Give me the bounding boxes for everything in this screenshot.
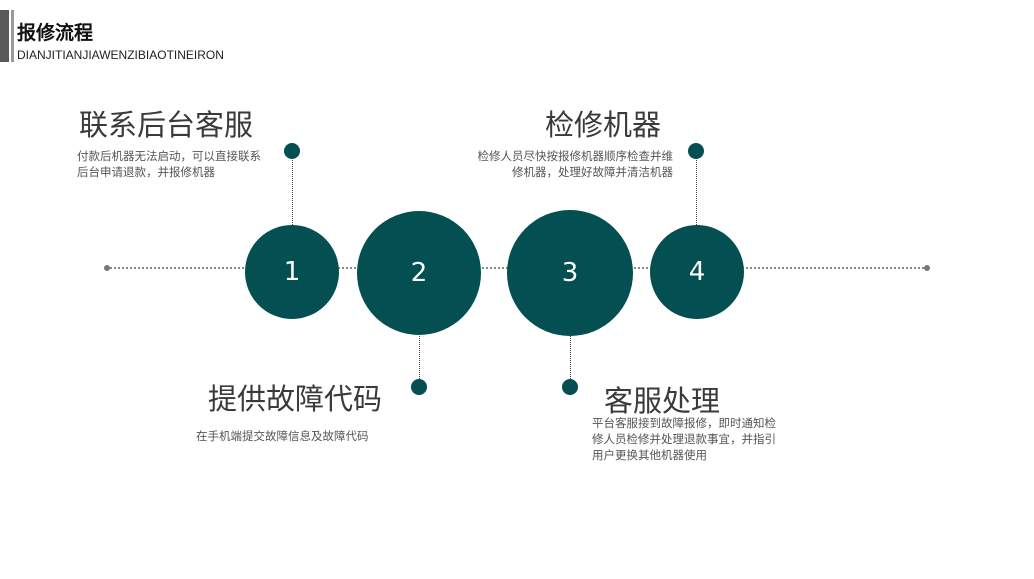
- step-4-desc: 检修人员尽快按报修机器顺序检查并维修机器，处理好故障并清洁机器: [477, 149, 674, 179]
- step-3-desc: 平台客服接到故障报修，即时通知检修人员检修并处理退款事宜，并指引用户更换其他机器…: [592, 416, 776, 462]
- step-circle-2: 2: [357, 211, 481, 335]
- step-circle-3: 3: [507, 210, 633, 336]
- connector-dot-4: [688, 143, 704, 159]
- step-3-title: 客服处理: [604, 384, 721, 418]
- connector-dot-1: [284, 143, 300, 159]
- connector-dot-3: [562, 379, 578, 395]
- connector-3: [570, 330, 571, 385]
- step-circle-4: 4: [650, 225, 744, 319]
- page-subtitle: DIANJITIANJIAWENZIBIAOTINEIRON: [17, 48, 224, 62]
- timeline-end-dot: [924, 265, 930, 271]
- header-bar-thin: [11, 10, 14, 62]
- connector-1: [292, 155, 293, 225]
- connector-2: [419, 330, 420, 385]
- step-2-title: 提供故障代码: [208, 382, 383, 416]
- connector-dot-2: [411, 379, 427, 395]
- step-circle-1: 1: [245, 225, 339, 319]
- connector-4: [696, 155, 697, 225]
- step-4-title: 检修机器: [545, 108, 662, 142]
- step-1-desc: 付款后机器无法启动，可以直接联系后台申请退款，并报修机器: [77, 149, 261, 179]
- step-2-desc: 在手机端提交故障信息及故障代码: [196, 429, 369, 443]
- step-1-title: 联系后台客服: [79, 108, 254, 142]
- page-title: 报修流程: [17, 22, 94, 44]
- header-bar: [0, 10, 9, 62]
- timeline-start-dot: [104, 265, 110, 271]
